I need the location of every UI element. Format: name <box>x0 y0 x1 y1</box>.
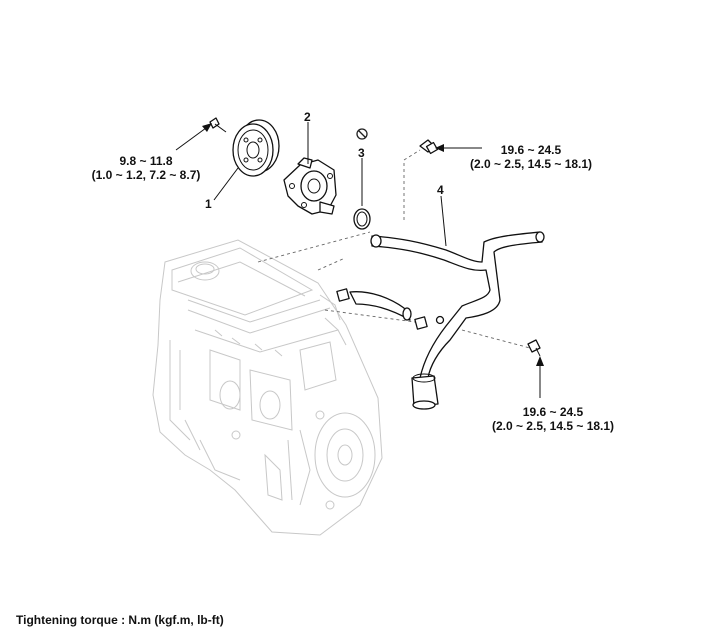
torque-spec-pulley-bolt: 9.8 ~ 11.8 (1.0 ~ 1.2, 7.2 ~ 8.7) <box>78 154 214 182</box>
torque-value-alt: (1.0 ~ 1.2, 7.2 ~ 8.7) <box>91 168 201 182</box>
part-number-4: 4 <box>437 183 444 197</box>
torque-arrow-upper <box>435 144 482 152</box>
torque-value-nm: 19.6 ~ 24.5 <box>500 143 562 157</box>
engine-block <box>152 239 383 536</box>
part-number-3: 3 <box>358 146 365 160</box>
inlet-pipe-bolt-upper <box>419 139 439 155</box>
tightening-torque-note: Tightening torque : N.m (kgf.m, lb-ft) <box>16 613 224 627</box>
torque-value-alt: (2.0 ~ 2.5, 14.5 ~ 18.1) <box>469 157 593 171</box>
torque-value-nm: 19.6 ~ 24.5 <box>522 405 584 419</box>
torque-spec-lower-bolt: 19.6 ~ 24.5 (2.0 ~ 2.5, 14.5 ~ 18.1) <box>478 405 628 433</box>
torque-arrow-pulley <box>175 123 212 151</box>
no-reuse-icon <box>356 128 368 140</box>
torque-spec-upper-bolt: 19.6 ~ 24.5 (2.0 ~ 2.5, 14.5 ~ 18.1) <box>456 143 606 171</box>
inlet-pipe-bolt-side <box>435 315 445 325</box>
hose-clamp-left <box>336 288 350 302</box>
hose-clamp-right <box>414 316 428 330</box>
o-ring <box>353 208 371 230</box>
water-pump <box>283 157 337 215</box>
inlet-pipe-bolt-lower <box>527 339 541 357</box>
torque-value-alt: (2.0 ~ 2.5, 14.5 ~ 18.1) <box>491 419 615 433</box>
torque-arrow-lower <box>536 356 544 398</box>
torque-value-nm: 9.8 ~ 11.8 <box>119 154 173 168</box>
water-pump-pulley <box>232 119 280 177</box>
part-number-2: 2 <box>304 110 311 124</box>
bypass-hose <box>349 291 412 321</box>
pulley-bolt <box>209 117 227 133</box>
water-inlet-pipe <box>370 231 545 410</box>
leader-lines <box>213 122 447 247</box>
part-number-1: 1 <box>205 197 212 211</box>
assembly-guide-lines <box>257 149 531 349</box>
